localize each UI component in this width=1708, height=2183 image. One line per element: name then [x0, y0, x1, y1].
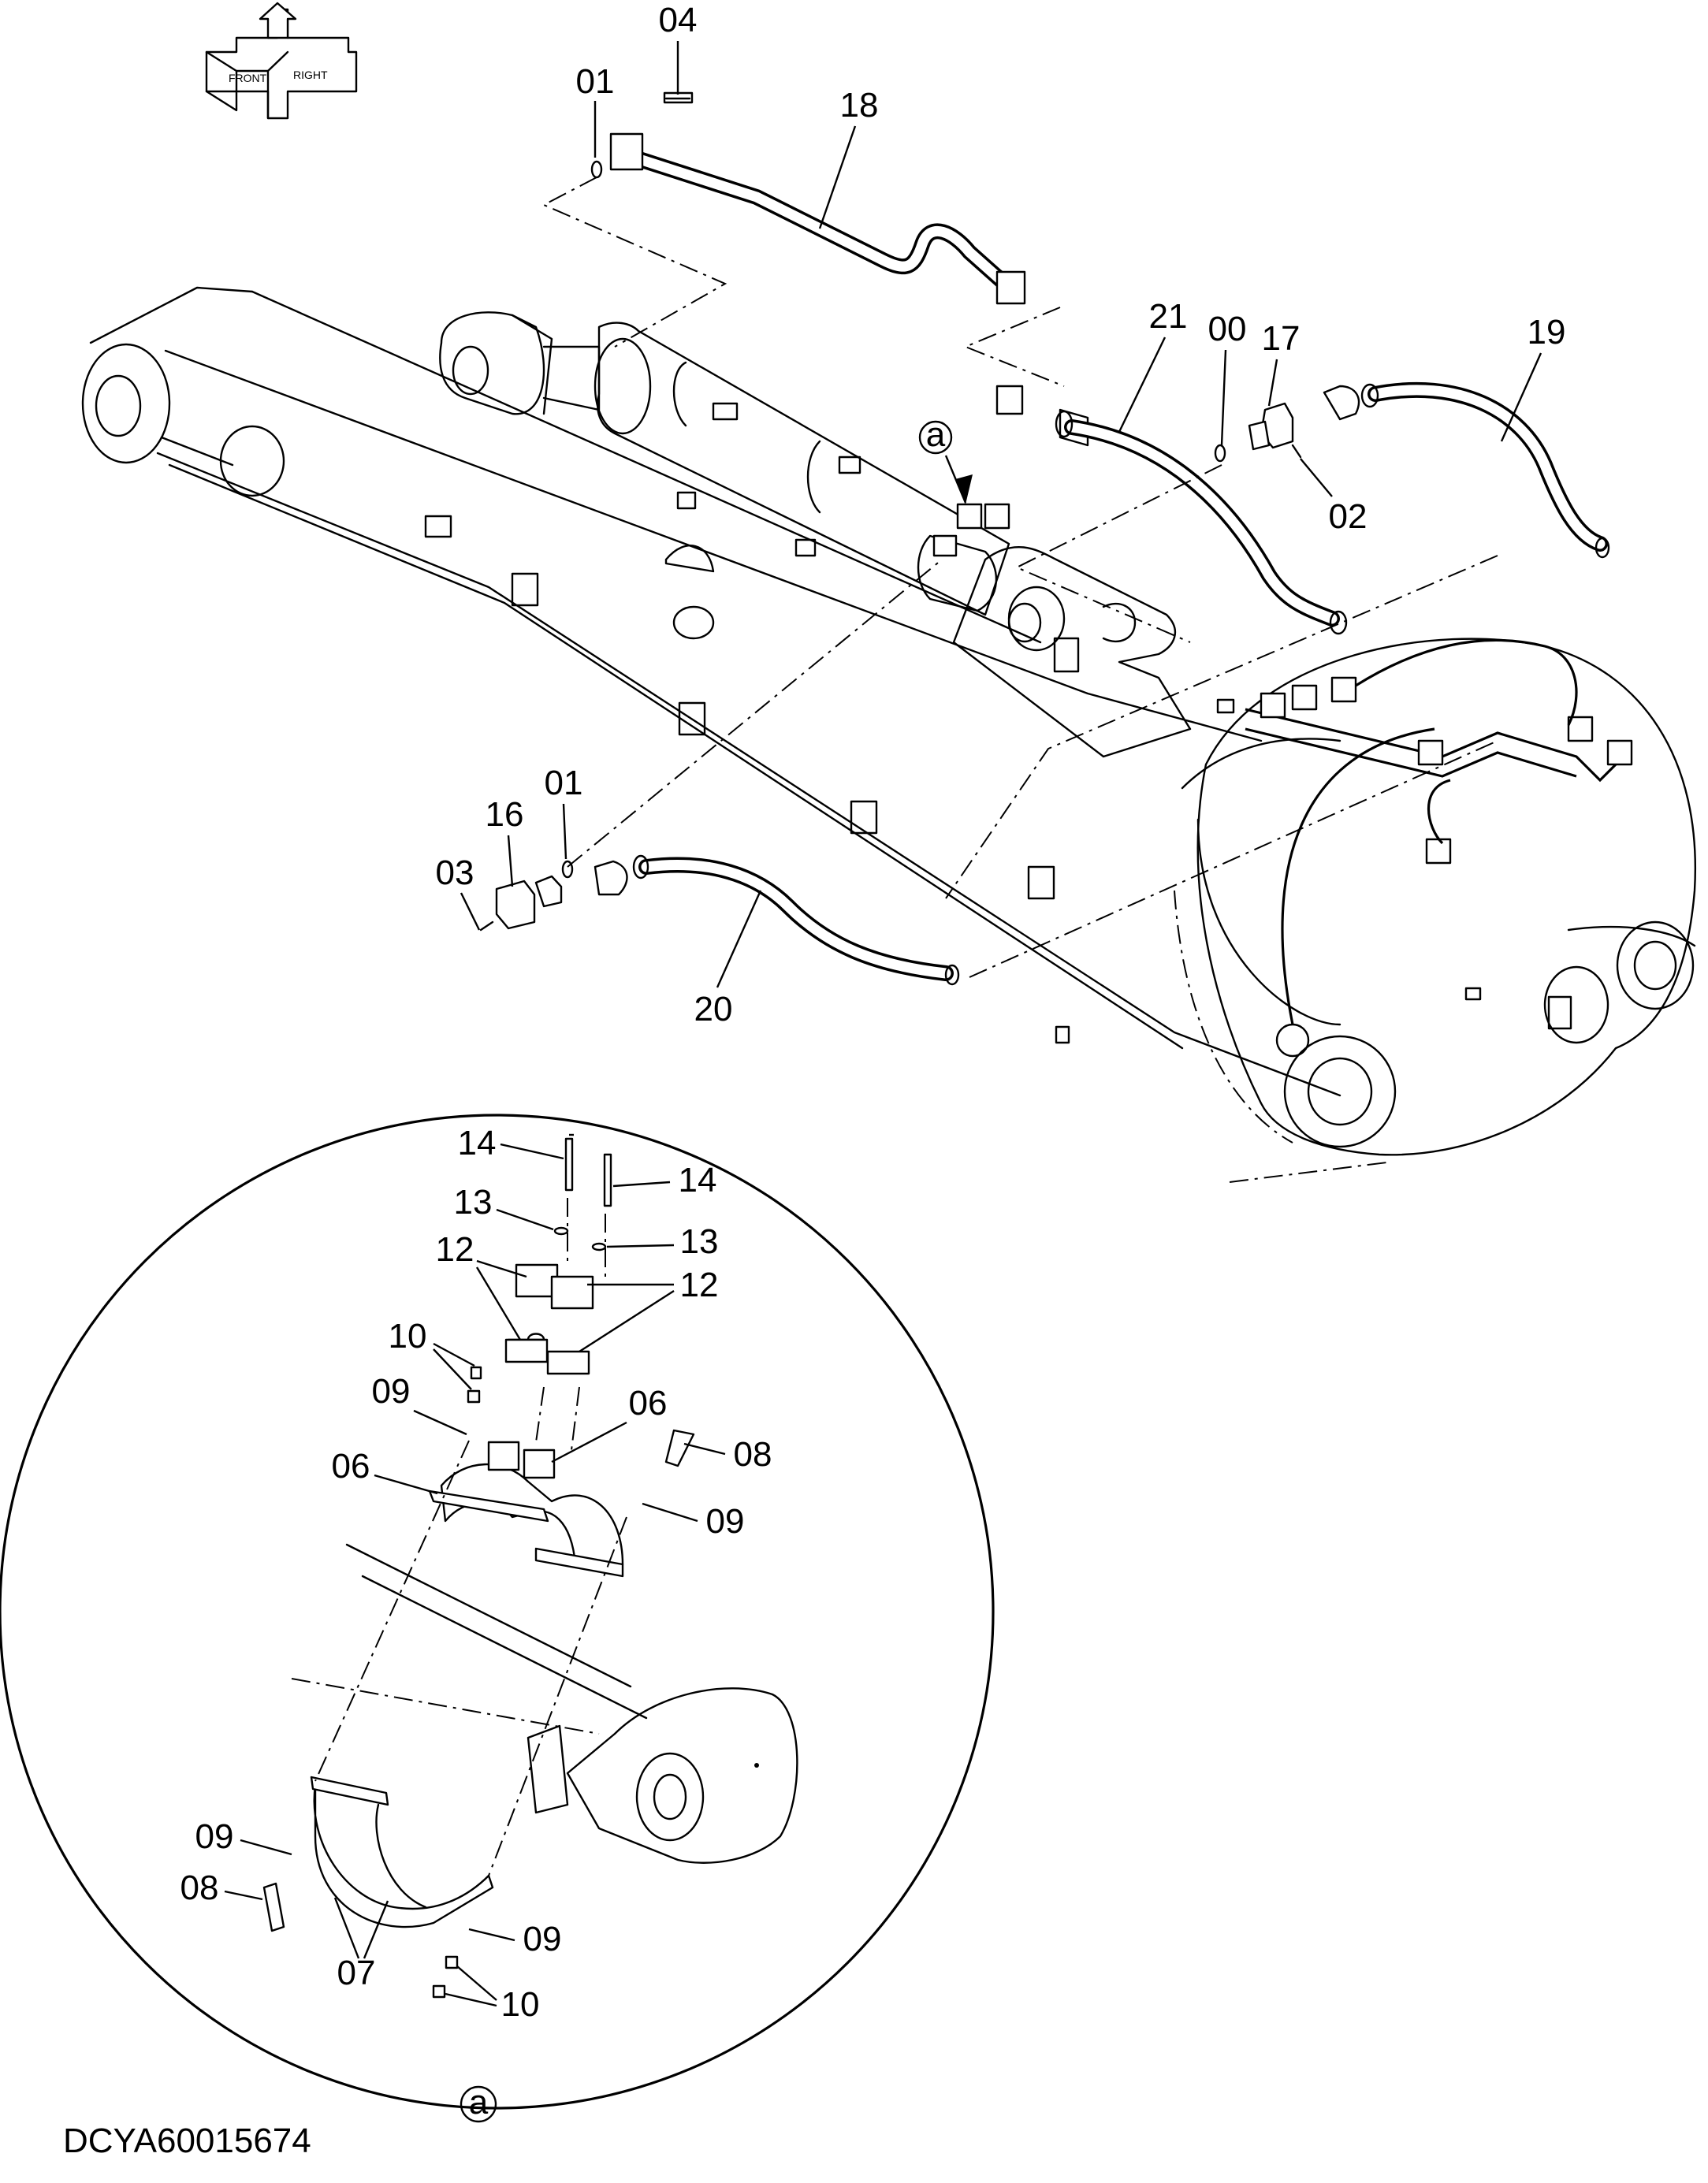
label-09-c: 09 — [195, 1817, 234, 1856]
label-a-top: a — [926, 415, 946, 454]
label-03: 03 — [436, 853, 474, 892]
label-12-b: 12 — [680, 1266, 719, 1304]
label-17: 17 — [1262, 319, 1301, 358]
label-02: 02 — [1329, 497, 1368, 536]
label-13-a: 13 — [454, 1183, 493, 1222]
label-20: 20 — [694, 990, 733, 1028]
orientation-compass-icon: FRONT RIGHT — [205, 2, 358, 120]
split-flange-upper — [995, 385, 1089, 447]
flange-block-16 — [479, 860, 574, 932]
split-flange-19 — [1323, 385, 1360, 421]
pipe-18 — [590, 91, 1026, 305]
boom-cylinder — [439, 311, 1192, 758]
label-09-b: 09 — [706, 1502, 745, 1541]
label-04: 04 — [659, 1, 698, 39]
callouts-upper: 04 01 18 21 00 17 19 02 — [576, 1, 1566, 536]
hose-20 — [632, 854, 960, 986]
label-08-a: 08 — [734, 1435, 772, 1474]
pipe-clamp-assembly — [917, 503, 1010, 612]
label-19: 19 — [1528, 313, 1566, 351]
assembly-phantom-lines — [541, 177, 1498, 978]
split-flange-20 — [594, 860, 628, 896]
label-09-a: 09 — [372, 1372, 411, 1411]
label-06-a: 06 — [629, 1384, 668, 1422]
label-14-a: 14 — [458, 1124, 497, 1162]
label-14-b: 14 — [679, 1161, 717, 1199]
label-16: 16 — [486, 795, 524, 834]
label-18: 18 — [840, 86, 879, 125]
label-a-bottom: a — [469, 2083, 489, 2122]
boom-body — [81, 286, 1697, 1183]
label-08-b: 08 — [180, 1869, 219, 1907]
label-10-b: 10 — [501, 1985, 540, 2024]
compass-right-label: RIGHT — [293, 69, 328, 81]
hose-21 — [1055, 410, 1348, 635]
label-09-d: 09 — [523, 1920, 562, 1958]
label-21: 21 — [1149, 297, 1188, 336]
label-13-b: 13 — [680, 1222, 719, 1261]
label-01-top: 01 — [576, 62, 615, 101]
compass-front-label: FRONT — [229, 72, 267, 84]
label-10-a: 10 — [389, 1317, 427, 1356]
label-07: 07 — [337, 1954, 376, 1992]
detail-a-callout-circle — [918, 420, 953, 455]
boom-head-hoses — [1245, 638, 1633, 1025]
label-00: 00 — [1208, 310, 1247, 348]
callouts-detail: 14 14 13 13 12 12 10 09 06 08 06 09 09 0… — [180, 1124, 772, 2024]
drawing-code: DCYA60015674 — [63, 2122, 311, 2160]
label-12-a: 12 — [436, 1230, 474, 1269]
flange-block-17 — [1214, 402, 1302, 463]
label-06-b: 06 — [332, 1447, 370, 1486]
callouts-middle: 01 16 03 20 — [436, 764, 762, 1028]
label-01-mid: 01 — [545, 764, 583, 802]
hose-19 — [1360, 381, 1610, 559]
detail-view-a — [0, 1114, 995, 2123]
